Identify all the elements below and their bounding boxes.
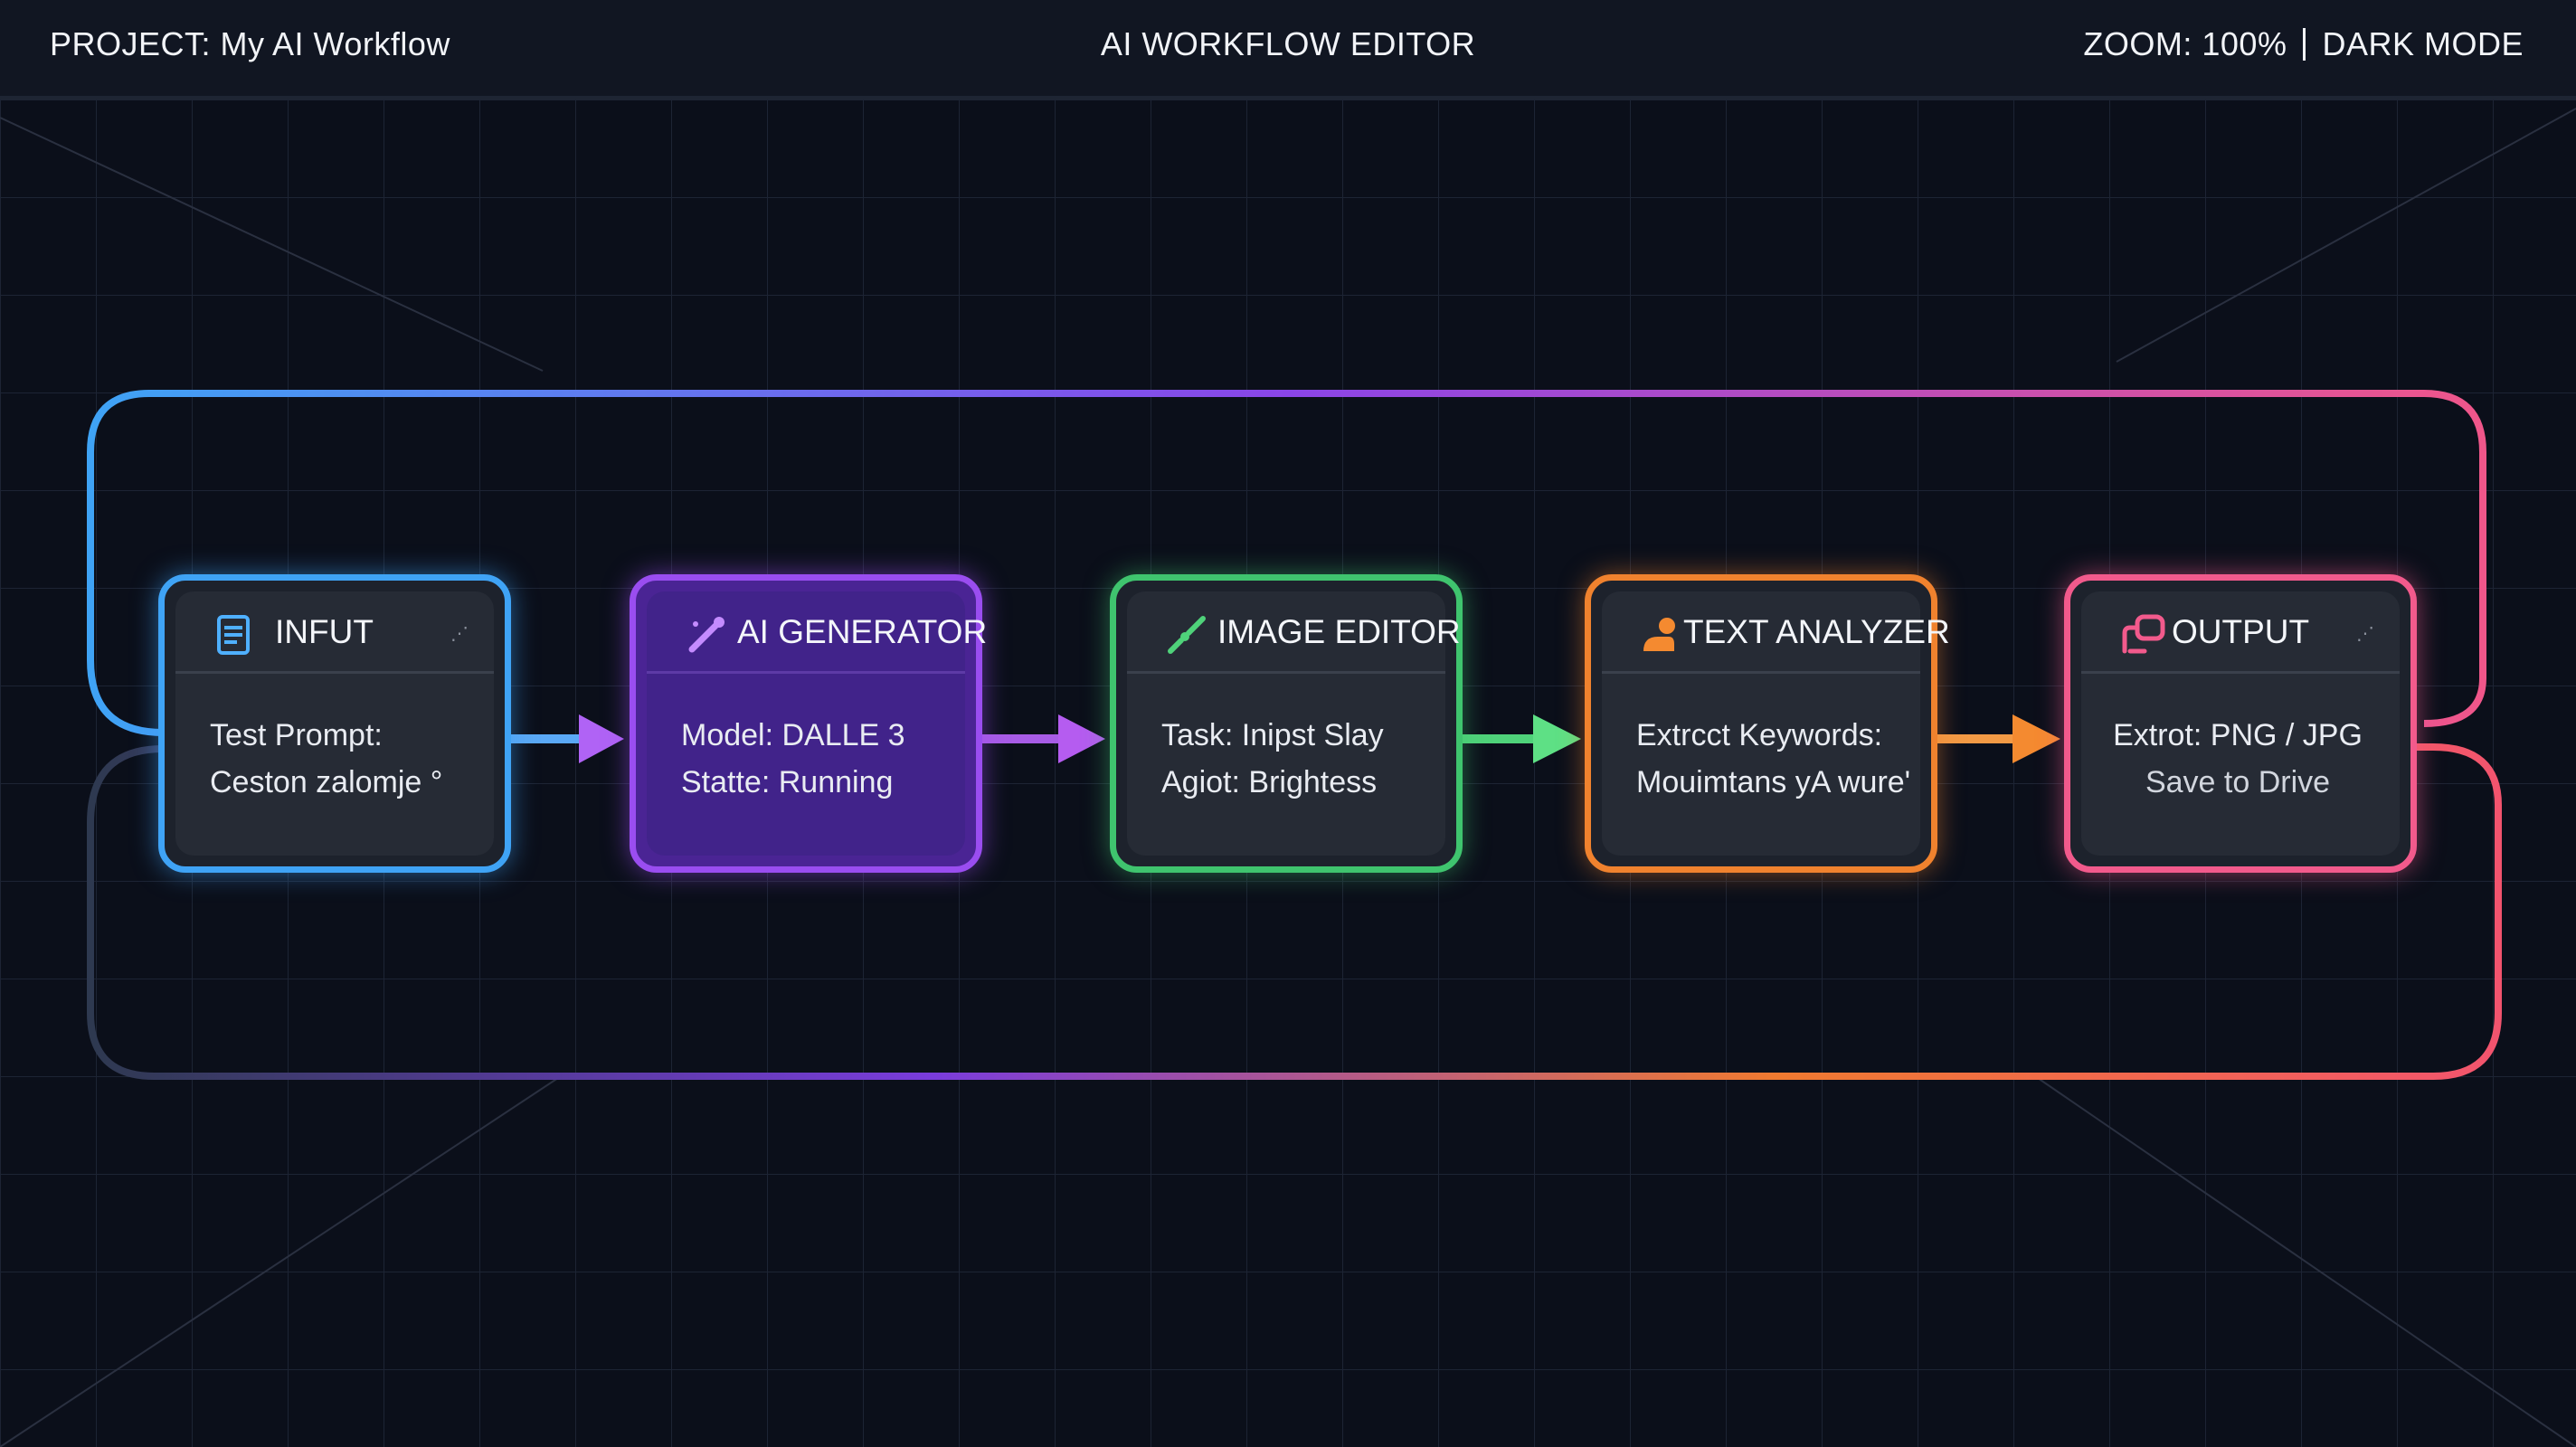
dark-mode-toggle[interactable]: DARK MODE bbox=[2322, 25, 2524, 62]
node-menu-icon[interactable]: ⋰ bbox=[450, 624, 469, 644]
node-header: TEXT ANALYZER bbox=[1602, 591, 1950, 674]
node-header: INFUT ⋰ bbox=[175, 591, 494, 674]
decor-line bbox=[0, 1075, 562, 1447]
node-field: Mouimtans yA wure' bbox=[1636, 765, 1911, 799]
node-title: INFUT bbox=[275, 613, 374, 650]
node-title: AI GENERATOR bbox=[737, 613, 988, 650]
decor-line bbox=[2034, 1075, 2576, 1447]
node-field: Model: DALLE 3 bbox=[681, 718, 905, 752]
node-header: OUTPUT ⋰ bbox=[2081, 591, 2400, 674]
divider bbox=[2303, 28, 2306, 61]
node-panel: INFUT ⋰ bbox=[175, 591, 494, 856]
node-ai-generator[interactable]: AI GENERATOR Model: DALLE 3 Statte: Runn… bbox=[630, 574, 987, 873]
node-menu-icon[interactable]: ⋰ bbox=[2356, 624, 2374, 644]
decor-line bbox=[0, 117, 544, 372]
zoom-level[interactable]: ZOOM: 100% bbox=[2083, 25, 2287, 62]
wand-icon bbox=[688, 617, 724, 653]
app-title: AI WORKFLOW EDITOR bbox=[1100, 25, 1476, 62]
node-header: IMAGE EDITOR bbox=[1127, 591, 1461, 674]
top-bar: PROJECT: My AI Workflow AI WORKFLOW EDIT… bbox=[0, 0, 2576, 99]
arrow-head bbox=[579, 714, 624, 763]
node-field: Ceston zalomje ° bbox=[210, 765, 443, 799]
arrow-head bbox=[2012, 714, 2060, 763]
node-field: Test Prompt: bbox=[210, 718, 383, 752]
arrow-head bbox=[1533, 714, 1581, 763]
node-title: TEXT ANALYZER bbox=[1683, 613, 1950, 650]
node-panel: AI GENERATOR bbox=[647, 591, 987, 856]
node-panel: IMAGE EDITOR bbox=[1127, 591, 1461, 856]
node-field: Save to Drive bbox=[2145, 765, 2331, 799]
decor-line bbox=[2116, 108, 2576, 363]
node-panel: TEXT ANALYZER bbox=[1602, 591, 1950, 856]
status-area: ZOOM: 100% DARK MODE bbox=[2083, 25, 2524, 63]
brush-icon bbox=[1168, 616, 1206, 654]
node-text-analyzer[interactable]: TEXT ANALYZER Extrcct Keywords: Mouimtan… bbox=[1585, 574, 1950, 873]
node-title: OUTPUT bbox=[2172, 613, 2310, 650]
node-field: Extrot: PNG / JPG bbox=[2113, 718, 2363, 752]
node-body: Task: Inipst Slay Agiot: Brightess bbox=[1161, 712, 1384, 806]
node-body: Extrcct Keywords: Mouimtans yA wure' bbox=[1636, 712, 1910, 806]
project-name: PROJECT: My AI Workflow bbox=[50, 25, 450, 62]
loop-connector-top[interactable] bbox=[87, 390, 2486, 736]
node-field: Statte: Running bbox=[681, 765, 894, 799]
node-title: IMAGE EDITOR bbox=[1217, 613, 1461, 650]
export-icon bbox=[2122, 614, 2165, 654]
node-header: AI GENERATOR bbox=[647, 591, 987, 674]
node-field: Agiot: Brightess bbox=[1161, 765, 1378, 799]
node-body: Model: DALLE 3 Statte: Running bbox=[681, 712, 905, 806]
node-input[interactable]: INFUT ⋰ Test Prompt: Ceston zalomje ° bbox=[158, 574, 511, 873]
node-image-editor[interactable]: IMAGE EDITOR Task: Inipst Slay Agiot: Br… bbox=[1110, 574, 1463, 873]
document-icon bbox=[217, 615, 250, 655]
node-panel: OUTPUT ⋰ bbox=[2081, 591, 2400, 856]
loop-connector-bottom[interactable] bbox=[87, 743, 2502, 1080]
arrow-head bbox=[1058, 714, 1105, 763]
node-field: Task: Inipst Slay bbox=[1161, 718, 1384, 752]
node-field: Extrcct Keywords: bbox=[1636, 718, 1883, 752]
node-body: Test Prompt: Ceston zalomje ° bbox=[210, 712, 442, 806]
node-output[interactable]: OUTPUT ⋰ Extrot: PNG / JPG Save to Drive bbox=[2064, 574, 2417, 873]
node-body: Extrot: PNG / JPG Save to Drive bbox=[2107, 712, 2369, 806]
analyzer-icon bbox=[1643, 618, 1675, 651]
